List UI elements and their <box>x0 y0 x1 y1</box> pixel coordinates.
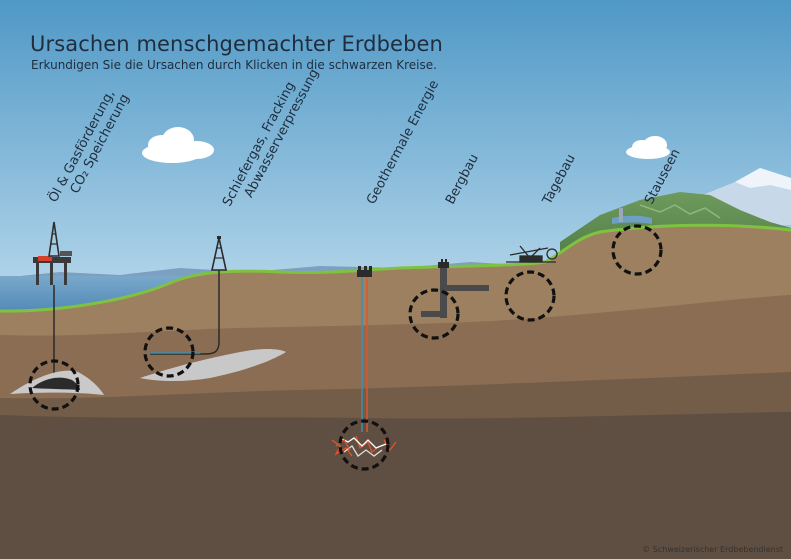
bucket-wheel-excavator <box>506 245 558 263</box>
hotspot-fracking[interactable] <box>143 326 195 378</box>
cloud-left <box>142 127 214 163</box>
page-subtitle: Erkundigen Sie die Ursachen durch Klicke… <box>31 58 437 72</box>
oil-pocket <box>32 377 80 390</box>
hotspot-mining[interactable] <box>408 288 460 340</box>
copyright-credit: © Schweizerischer Erdbebendienst <box>642 545 783 554</box>
hotspot-oil-gas-co2[interactable] <box>28 359 80 411</box>
hotspot-geothermal[interactable] <box>338 419 390 471</box>
fracking-well-pipe <box>150 270 220 355</box>
page-title: Ursachen menschgemachter Erdbeben <box>30 32 443 56</box>
cloud-right <box>626 136 670 159</box>
mountain-ridges <box>639 204 721 219</box>
grass-line <box>0 223 791 313</box>
hotspot-open-pit[interactable] <box>504 270 556 322</box>
fracture-network <box>331 435 397 457</box>
oil-platform <box>33 221 72 285</box>
soil-deep <box>0 412 791 559</box>
snow-cap <box>735 168 791 190</box>
hotspot-reservoir[interactable] <box>611 224 663 276</box>
dam-wall <box>619 208 623 222</box>
shale-layer <box>140 349 286 381</box>
geothermal-plant <box>357 266 372 277</box>
